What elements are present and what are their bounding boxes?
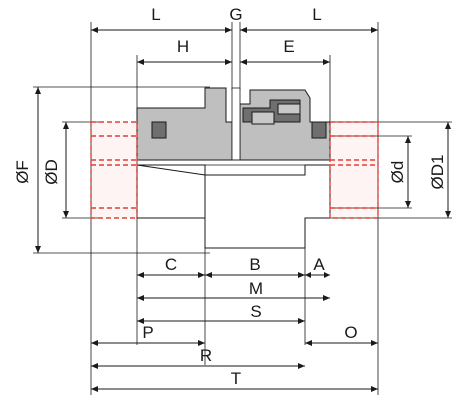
right-bolt <box>311 121 327 139</box>
left-shaft-outline <box>90 121 138 219</box>
label-M: M <box>249 279 263 298</box>
dimension-lines <box>35 27 451 392</box>
label-G: G <box>229 5 242 24</box>
label-S: S <box>250 302 261 321</box>
label-H: H <box>177 37 189 56</box>
label-L-left: L <box>151 5 160 24</box>
label-phi-D1: ØD1 <box>428 155 447 190</box>
left-bolt <box>151 121 167 139</box>
label-R: R <box>200 346 212 365</box>
bolt-insert-2 <box>277 103 301 115</box>
label-B: B <box>249 255 260 274</box>
dimension-labels: L G L H E ØF ØD Ød ØD1 C B A M S P O R T <box>13 5 447 388</box>
label-E: E <box>283 37 294 56</box>
shaft-envelope <box>90 121 379 219</box>
coupling-outline <box>136 164 331 249</box>
left-hub-section <box>136 87 233 161</box>
label-O: O <box>344 323 357 342</box>
label-L-right: L <box>312 5 321 24</box>
label-T: T <box>231 369 241 388</box>
label-phi-d: Ød <box>388 161 407 184</box>
right-shaft-outline <box>329 121 379 219</box>
label-A: A <box>313 255 325 274</box>
label-phi-D: ØD <box>42 159 61 185</box>
label-P: P <box>142 323 153 342</box>
label-phi-F: ØF <box>13 160 32 184</box>
coupling-section <box>136 87 331 166</box>
bolt-insert <box>251 111 275 125</box>
label-C: C <box>165 255 177 274</box>
